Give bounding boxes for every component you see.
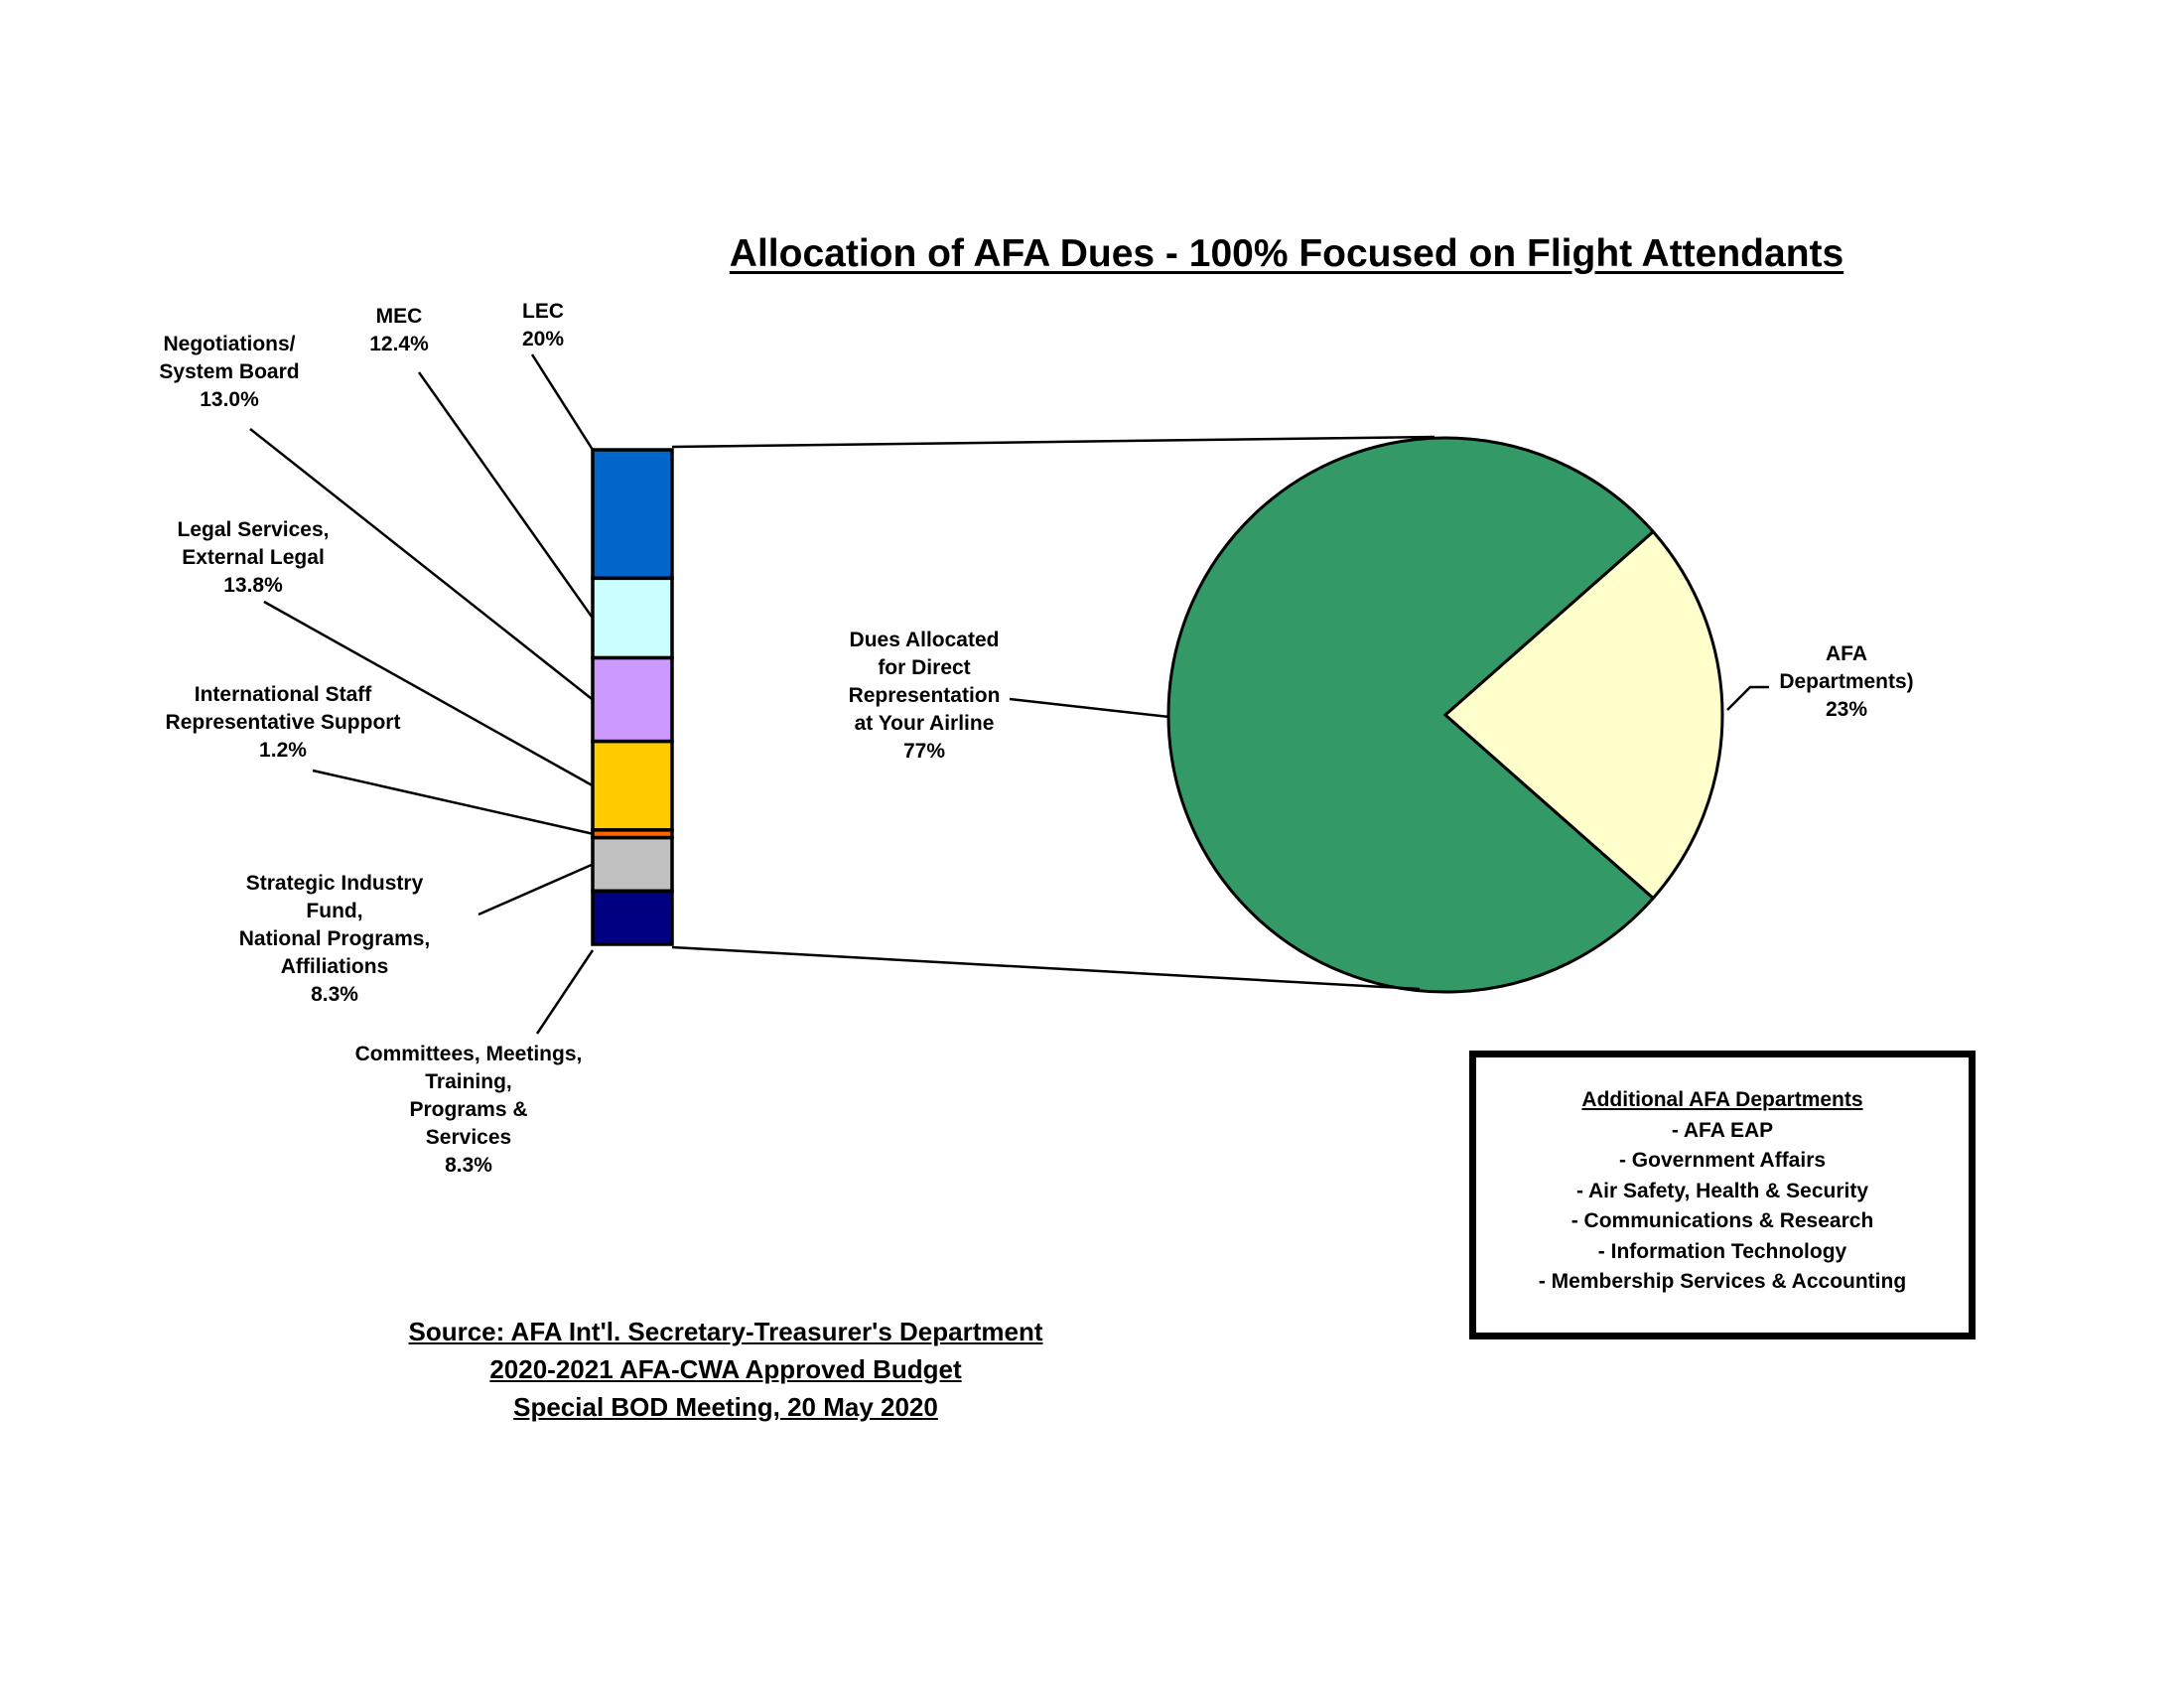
legend-item: - Government Affairs (1618, 1149, 1827, 1172)
pie-slice-direct-representation (1166, 436, 1656, 994)
label-value: 13.0% (200, 388, 259, 411)
source-line: Source: AFA Int'l. Secretary-Treasurer's… (408, 1317, 1043, 1346)
label-text: Services (425, 1126, 512, 1149)
bar-segment-2 (591, 655, 674, 744)
bar-label-0: LEC 20% (522, 298, 564, 353)
label-value: 13.8% (223, 574, 283, 597)
leader-line-5 (478, 863, 594, 916)
label-text: LEC (522, 300, 564, 323)
leader-line-4 (312, 769, 594, 835)
label-text: External Legal (182, 546, 325, 569)
label-text: MEC (375, 305, 423, 328)
legend-item: - AFA EAP (1671, 1118, 1774, 1142)
label-text: Committees, Meetings, (354, 1043, 583, 1065)
label-text: National Programs, (238, 927, 431, 950)
label-text: Training, (425, 1070, 512, 1093)
label-text: Strategic Industry (245, 872, 424, 895)
bar-label-6: Committees, Meetings, Training, Programs &… (355, 1041, 583, 1180)
label-value: 20% (521, 328, 565, 351)
label-value: 1.2% (259, 739, 307, 762)
source-note: Source: AFA Int'l. Secretary-Treasurer's… (409, 1313, 1043, 1426)
label-text: Affiliations (280, 955, 389, 978)
label-text: AFA (1826, 642, 1867, 665)
label-value: 77% (902, 740, 946, 763)
label-value: 8.3% (445, 1154, 492, 1177)
label-text: System Board (159, 360, 300, 383)
leader-line-0 (530, 353, 595, 451)
label-text: at Your Airline (854, 712, 995, 735)
bar-label-2: Negotiations/System Board 13.0% (159, 331, 299, 414)
label-text: Departments) (1779, 670, 1914, 693)
leader-line-6 (535, 949, 595, 1035)
source-line: Special BOD Meeting, 20 May 2020 (513, 1392, 938, 1422)
label-text: Fund, (306, 900, 363, 922)
label-text: International Staff (194, 683, 372, 706)
label-text: Representation (848, 684, 1001, 707)
legend-heading: Additional AFA Departments (1581, 1088, 1863, 1111)
leader-line-afa-departments (1726, 685, 1769, 711)
bar-segment-3 (591, 739, 674, 832)
pie-label-afa-departments: AFA Departments) 23% (1779, 640, 1913, 724)
legend-item: - Membership Services & Accounting (1538, 1270, 1907, 1293)
label-value: 8.3% (311, 983, 358, 1006)
legend-item: - Air Safety, Health & Security (1575, 1179, 1869, 1202)
label-text: Programs & (409, 1098, 528, 1121)
label-value: 23% (1825, 698, 1868, 721)
label-text: Legal Services, (177, 518, 330, 541)
leader-line-direct-representation (1009, 697, 1170, 719)
bar-segment-1 (591, 576, 674, 660)
label-text: Dues Allocated (849, 629, 1000, 651)
bar-label-1: MEC 12.4% (369, 303, 429, 358)
label-text: Representative Support (165, 711, 401, 734)
bar-segment-0 (591, 448, 674, 581)
bar-segment-6 (591, 889, 674, 946)
leader-line-2 (249, 428, 594, 701)
additional-departments-box: Additional AFA Departments - AFA EAP - G… (1469, 1051, 1976, 1339)
bar-label-3: Legal Services, External Legal 13.8% (178, 516, 330, 600)
connector-line-top (671, 435, 1435, 449)
bar-segment-5 (591, 835, 674, 894)
label-text: Negotiations/ (163, 333, 296, 355)
connector-line-bottom (671, 945, 1421, 991)
source-line: 2020-2021 AFA-CWA Approved Budget (489, 1354, 962, 1384)
pie-slice-afa-departments (1442, 529, 1724, 901)
legend-item: - Information Technology (1597, 1239, 1847, 1263)
label-text: for Direct (878, 656, 971, 679)
legend-item: - Communications & Research (1570, 1209, 1874, 1232)
leader-line-3 (263, 600, 594, 787)
chart-title: Allocation of AFA Dues - 100% Focused on… (729, 232, 1844, 275)
label-value: 12.4% (369, 333, 429, 355)
leader-line-1 (417, 371, 595, 620)
